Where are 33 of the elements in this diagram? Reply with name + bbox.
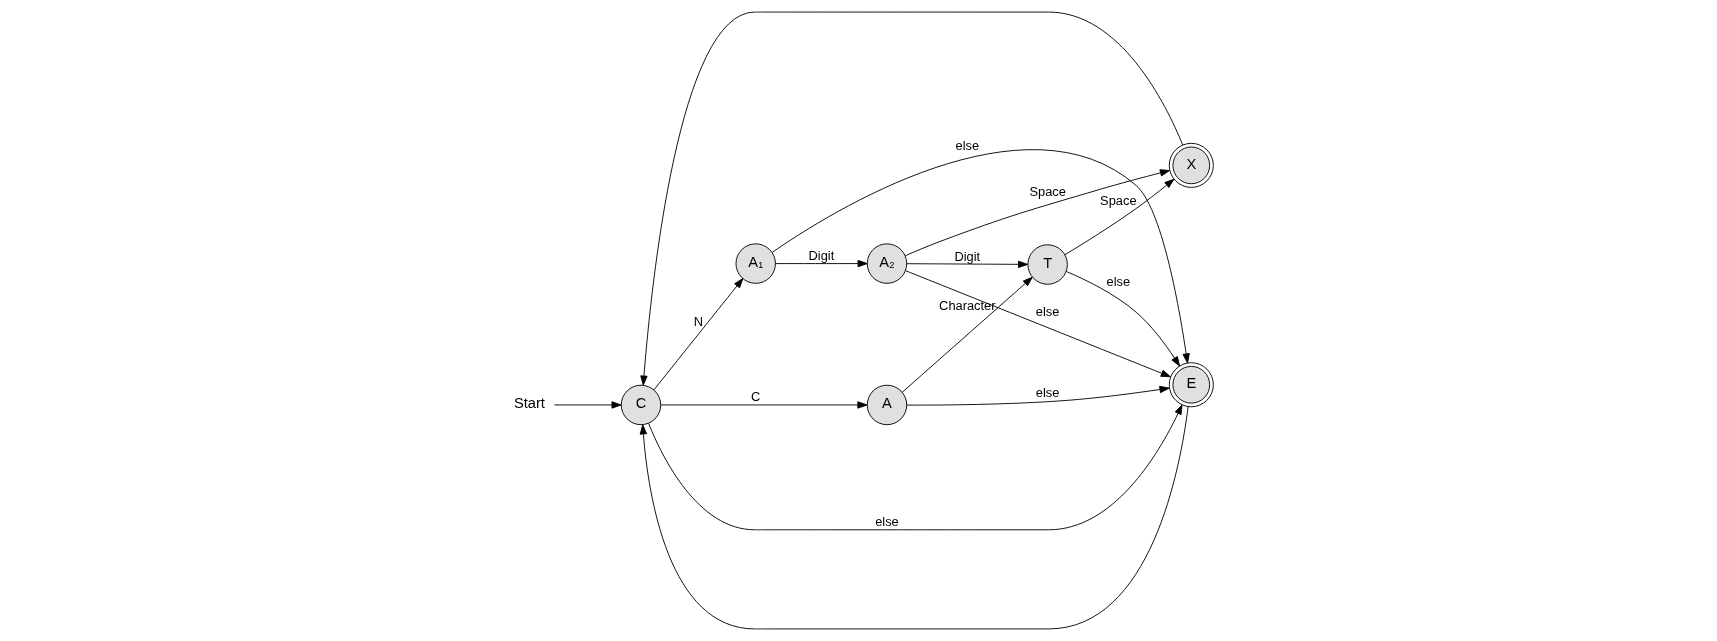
arrow [904, 270, 1171, 378]
node-circle: C [620, 384, 661, 426]
arrow [1064, 178, 1174, 256]
edge-label: else [1106, 273, 1130, 289]
edge-label: Character [938, 297, 996, 313]
node-circle: A₂ [866, 243, 907, 284]
edge-label: N [693, 314, 703, 330]
arrow [904, 169, 1170, 257]
arrow [905, 385, 1170, 406]
edge-label: else [1035, 384, 1059, 400]
edge-label: Space [1099, 193, 1137, 209]
arrow [639, 406, 1189, 630]
edge-label: C [750, 389, 760, 405]
node-circle: A₁ [735, 243, 776, 284]
arrow [653, 278, 743, 391]
arrow [774, 259, 868, 268]
edge-label: Digit [808, 248, 834, 264]
edge-label: else [955, 137, 979, 153]
node-text: Start [513, 395, 545, 412]
node-circle: T [1026, 244, 1068, 285]
edge-label: else [874, 514, 899, 530]
arrow [771, 149, 1190, 364]
edge-label: else [1035, 304, 1059, 320]
edge-label: Digit [953, 249, 980, 265]
arrow [1065, 271, 1180, 367]
arrow [647, 404, 1182, 531]
arrow [639, 11, 1183, 386]
arrow [553, 401, 622, 409]
arrow [901, 276, 1033, 393]
edge-label: Space [1028, 183, 1066, 199]
node-circle: A [866, 384, 907, 426]
arrow [905, 260, 1028, 268]
arrow [660, 401, 867, 409]
